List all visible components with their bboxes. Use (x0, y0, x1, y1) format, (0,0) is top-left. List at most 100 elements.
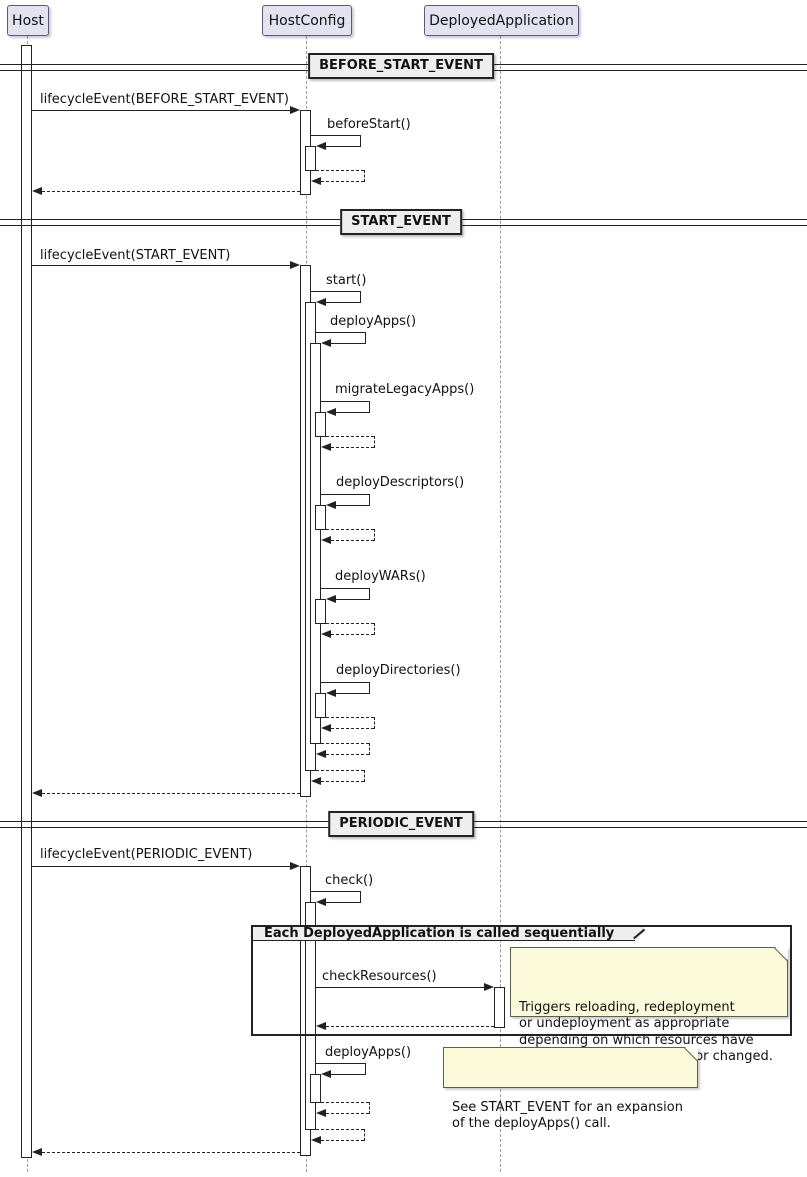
self-call-out (316, 1063, 365, 1064)
self-return-out (321, 1102, 369, 1103)
self-return-back (331, 634, 374, 635)
arrowhead-left (311, 1136, 321, 1144)
activation-nested (315, 412, 326, 437)
group-frame: Each DeployedApplication is called seque… (251, 925, 792, 1036)
self-return-vert (374, 717, 375, 729)
arrowhead-left (326, 689, 336, 697)
self-call-out (311, 135, 360, 136)
self-return-vert (374, 529, 375, 541)
activation-nested (310, 1074, 321, 1103)
self-call-out (311, 891, 360, 892)
arrowhead-left (316, 1109, 326, 1117)
note-deploy-apps: See START_EVENT for an expansion of the … (443, 1047, 698, 1131)
return-line (42, 1152, 300, 1153)
arrowhead-left (326, 501, 336, 509)
note-fold-icon (775, 947, 788, 960)
self-call-back (336, 599, 369, 600)
arrowhead-left (311, 777, 321, 785)
self-return-out (316, 770, 364, 771)
note-fold-icon (685, 1047, 698, 1060)
activation-nested (310, 343, 321, 744)
arrowhead-left (311, 177, 321, 185)
self-call-out (321, 401, 369, 402)
arrowhead-left (321, 443, 331, 451)
participant-hostconfig: HostConfig (262, 5, 352, 36)
arrowhead-left (321, 339, 331, 347)
self-call-back (336, 693, 369, 694)
message-label: lifecycleEvent(PERIODIC_EVENT) (40, 847, 253, 862)
arrowhead-left (316, 1022, 326, 1030)
message-label: migrateLegacyApps() (335, 382, 475, 397)
self-return-vert (374, 436, 375, 448)
arrowhead-left (321, 630, 331, 638)
self-call-back (336, 412, 369, 413)
self-call-back (326, 146, 360, 147)
message-label: check() (325, 873, 374, 888)
self-call-out (321, 494, 369, 495)
note-text: See START_EVENT for an expansion of the … (452, 1099, 683, 1132)
self-return-back (321, 181, 364, 182)
self-return-out (316, 170, 364, 171)
arrowhead-left (321, 1070, 331, 1078)
self-call-back (331, 1074, 365, 1075)
message-label: deployWARs() (335, 569, 426, 584)
arrowhead-right (290, 106, 300, 114)
arrowhead-left (316, 898, 326, 906)
group-frame-header-bottom-edge (253, 939, 635, 941)
arrowhead-right (484, 983, 494, 991)
divider-label-before-start: BEFORE_START_EVENT (308, 53, 494, 79)
self-return-out (326, 436, 374, 437)
message-label: beforeStart() (327, 117, 411, 132)
self-call-vert (369, 588, 370, 600)
return-line (42, 793, 300, 794)
activation-nested (315, 599, 326, 624)
participant-deployedapplication: DeployedApplication (424, 5, 579, 36)
return-line (326, 1026, 494, 1027)
self-call-vert (369, 682, 370, 694)
message-label: lifecycleEvent(BEFORE_START_EVENT) (40, 92, 289, 107)
self-call-vert (365, 1063, 366, 1075)
group-frame-header (253, 927, 644, 941)
activation-nested (305, 146, 316, 171)
self-return-vert (369, 743, 370, 755)
self-call-out (311, 291, 360, 292)
arrowhead-left (316, 750, 326, 758)
self-return-out (321, 743, 369, 744)
self-return-vert (364, 1129, 365, 1141)
arrowhead-left (316, 142, 326, 150)
message-line (32, 866, 290, 867)
self-return-out (316, 1129, 364, 1130)
self-call-back (326, 302, 360, 303)
arrowhead-left (326, 595, 336, 603)
self-call-out (321, 588, 369, 589)
self-call-vert (360, 135, 361, 147)
self-call-out (316, 332, 365, 333)
self-call-vert (369, 494, 370, 506)
participant-host: Host (7, 5, 49, 36)
self-call-out (321, 682, 369, 683)
message-label: deployDirectories() (336, 663, 461, 678)
self-return-vert (374, 623, 375, 635)
arrowhead-left (316, 298, 326, 306)
arrowhead-right (290, 261, 300, 269)
activation-nested (315, 505, 326, 530)
self-return-back (331, 540, 374, 541)
message-label: start() (326, 273, 367, 288)
self-call-vert (365, 332, 366, 344)
arrowhead-left (321, 536, 331, 544)
activation-nested (315, 693, 326, 718)
self-return-back (321, 1140, 364, 1141)
self-call-back (336, 505, 369, 506)
return-line (42, 191, 300, 192)
divider-label-periodic: PERIODIC_EVENT (328, 811, 474, 837)
activation-host (21, 45, 32, 1158)
arrowhead-left (32, 187, 42, 195)
message-line (32, 110, 290, 111)
self-return-back (331, 447, 374, 448)
message-label: checkResources() (322, 969, 437, 984)
self-return-vert (369, 1102, 370, 1114)
divider-label-start: START_EVENT (340, 209, 462, 235)
activation-nested (305, 902, 316, 1130)
arrowhead-left (321, 724, 331, 732)
